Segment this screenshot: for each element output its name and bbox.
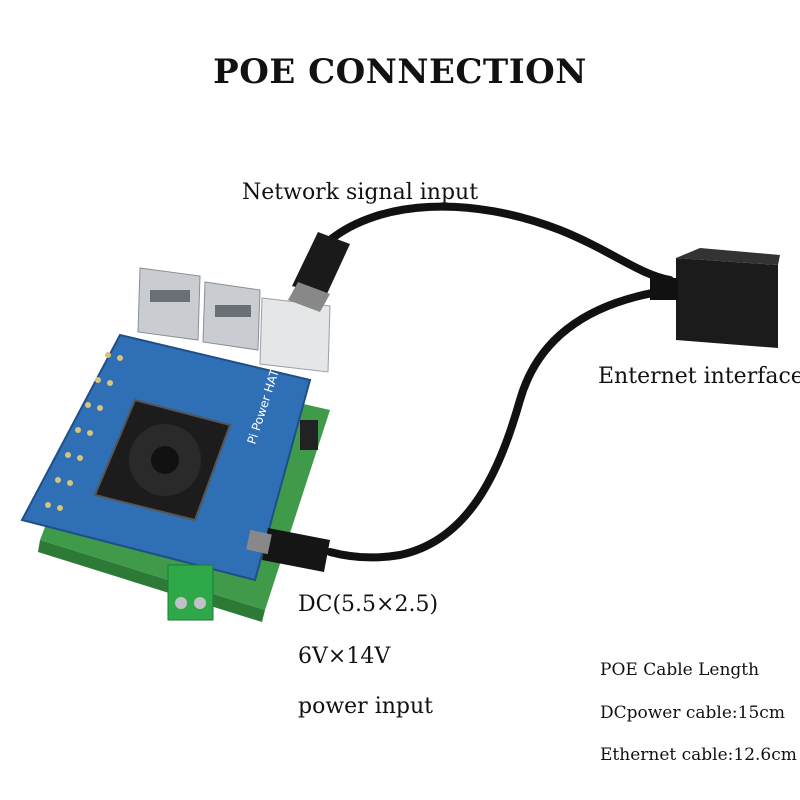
cable-length-heading: POE Cable Length (600, 660, 760, 680)
cooling-fan (93, 398, 232, 522)
power-hat-board: Pi Power HAT (20, 333, 312, 621)
terminal-block (167, 564, 214, 621)
rj45-plug (288, 232, 350, 312)
page-title: POE CONNECTION (213, 52, 587, 92)
dc-spec-label: DC(5.5×2.5) (298, 592, 439, 617)
poe-cable (326, 202, 674, 562)
power-input-label: power input (298, 694, 433, 719)
ethernet-interface-label: Enternet interface (598, 364, 800, 389)
dc-cable-length: DCpower cable:15cm (600, 703, 785, 723)
network-signal-label: Network signal input (242, 180, 479, 205)
ethernet-female-connector (650, 248, 780, 348)
ethernet-cable-length: Ethernet cable:12.6cm (600, 745, 797, 765)
usb-ports (137, 267, 261, 351)
gpio-header (45, 352, 123, 511)
dc-jack-plug (246, 528, 330, 572)
voltage-label: 6V×14V (298, 644, 391, 669)
